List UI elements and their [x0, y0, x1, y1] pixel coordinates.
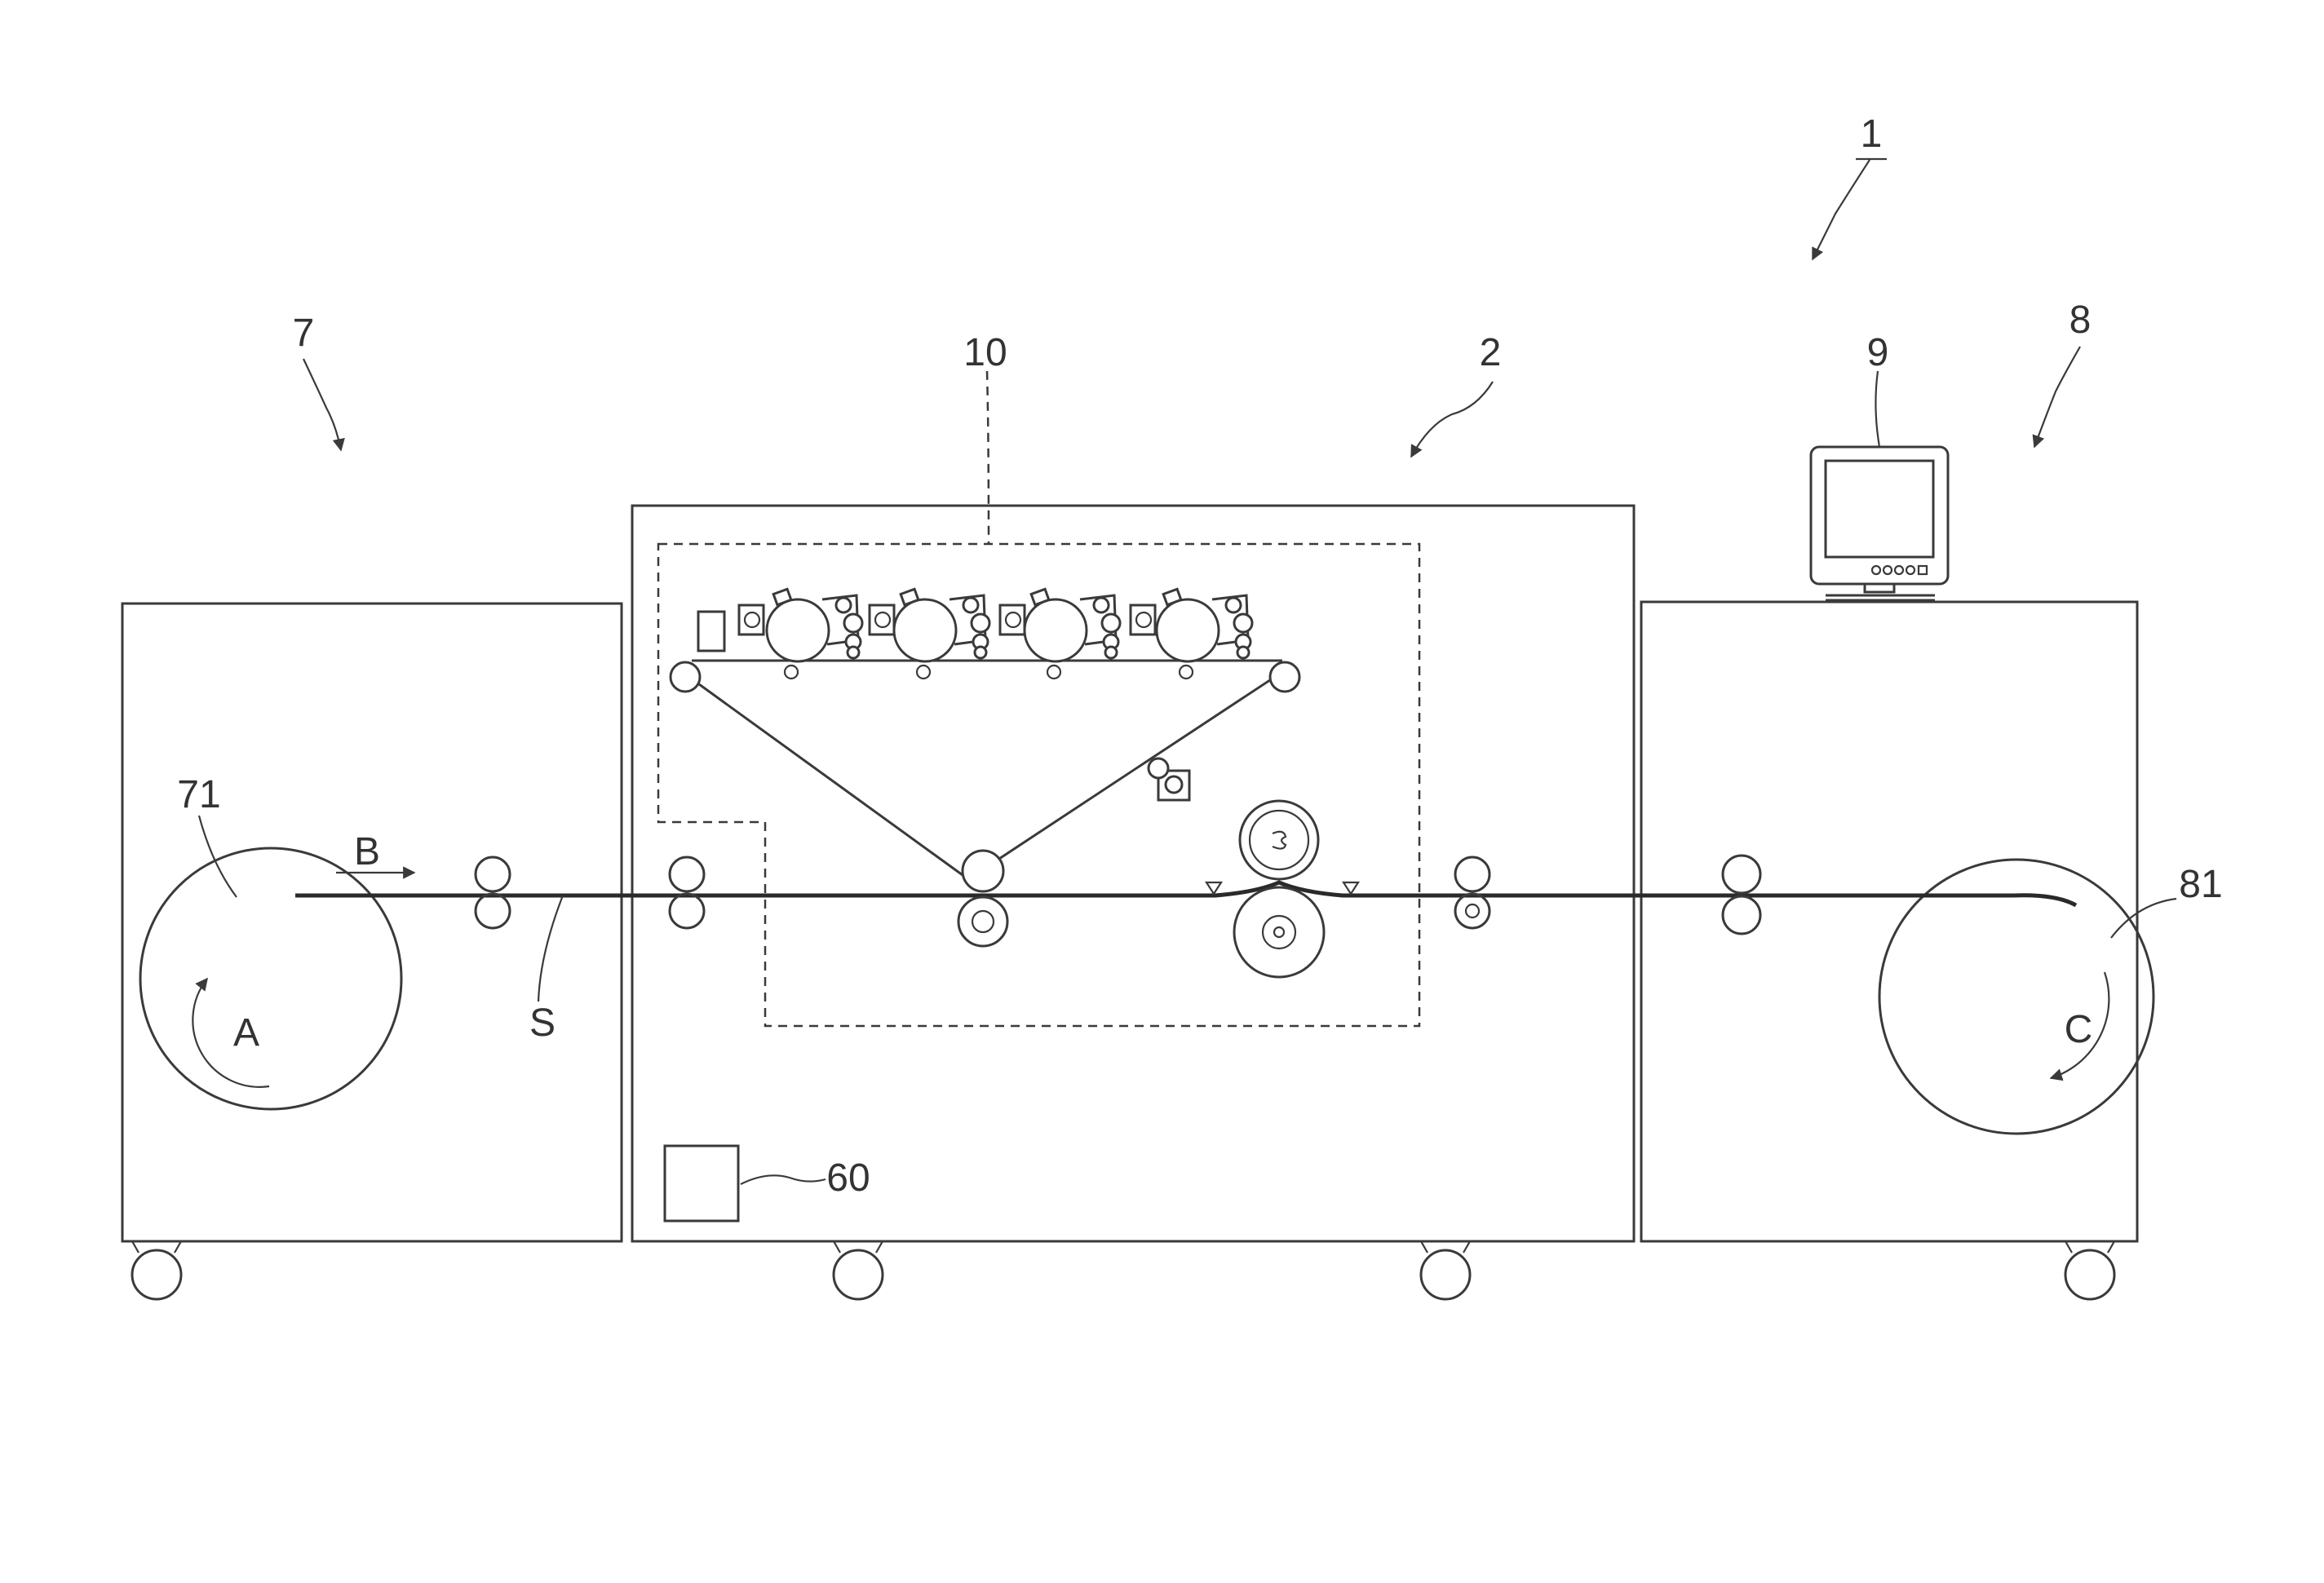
label-feed-roll: 71	[177, 773, 220, 816]
label-feeding-unit: 7	[293, 312, 315, 355]
web-wrap-winding	[2013, 895, 2076, 905]
conveying-roller	[1723, 856, 1760, 893]
conveying-roller	[670, 894, 704, 928]
belt-roller	[1270, 662, 1299, 692]
label-image-forming-section: 10	[963, 331, 1007, 374]
imaging-station	[870, 589, 989, 679]
leader-image-forming-unit	[1411, 382, 1493, 457]
label-winding-roll: 81	[2179, 863, 2222, 906]
conveying-roller	[476, 857, 510, 891]
conveying-roller	[1723, 896, 1760, 934]
secondary-transfer-roller	[958, 897, 1007, 946]
feeding-unit-cabinet	[122, 604, 622, 1241]
caster-wheel	[132, 1250, 181, 1299]
feed-roll	[140, 848, 401, 1109]
leader-winding-roll	[2111, 899, 2176, 938]
fixing-unit	[1206, 801, 1358, 977]
photoconductor-drum	[1157, 599, 1219, 661]
label-rotation-c: C	[2065, 1008, 2093, 1051]
photoconductor-drum	[894, 599, 956, 661]
photoconductor-drum	[767, 599, 829, 661]
intermediate-transfer-belt	[675, 667, 1290, 879]
label-controller: 60	[826, 1156, 870, 1200]
conveying-roller	[670, 857, 704, 891]
reference-leaders	[199, 159, 2176, 1002]
leader-operation-display	[1875, 371, 1879, 447]
label-winding-unit: 8	[2069, 298, 2092, 342]
leader-image-forming-section	[987, 371, 989, 544]
web-guide-marker	[1206, 882, 1221, 894]
imaging-station	[1000, 589, 1120, 679]
photoconductor-drum	[1025, 599, 1087, 661]
label-rotation-a: A	[233, 1011, 259, 1055]
conveying-roller	[1455, 857, 1490, 891]
recording-medium-web	[295, 882, 2013, 895]
winding-unit-cabinet	[1641, 602, 2137, 1241]
heating-roller	[1240, 801, 1318, 879]
leader-apparatus	[1813, 160, 1870, 259]
controller-leader-line	[741, 1175, 826, 1184]
caster-wheel	[1421, 1250, 1470, 1299]
leader-feed-roll	[199, 816, 237, 897]
belt-drive-roller	[963, 851, 1003, 891]
caster-wheel	[834, 1250, 883, 1299]
imaging-station	[739, 589, 862, 679]
belt-roller	[671, 662, 700, 692]
label-image-forming-unit: 2	[1480, 331, 1502, 374]
winding-roll	[1879, 860, 2154, 1134]
leader-feeding-unit	[303, 359, 341, 450]
label-operation-display: 9	[1867, 331, 1889, 374]
caster-wheels	[132, 1241, 2114, 1299]
imaging-stations	[698, 589, 1252, 679]
conveying-roller	[476, 894, 510, 928]
label-apparatus: 1	[1861, 113, 1883, 156]
operation-display-monitor	[1811, 447, 1948, 600]
web-guide-marker	[1343, 882, 1358, 894]
leader-winding-unit	[2034, 347, 2080, 447]
caster-wheel	[2065, 1250, 2114, 1299]
controller-box	[665, 1146, 738, 1221]
leader-web	[538, 895, 563, 1002]
imaging-station	[1131, 589, 1252, 679]
pressure-roller	[1234, 887, 1324, 977]
label-web: S	[529, 1002, 556, 1045]
label-direction-b: B	[354, 830, 380, 873]
conveying-roller	[1455, 894, 1490, 928]
